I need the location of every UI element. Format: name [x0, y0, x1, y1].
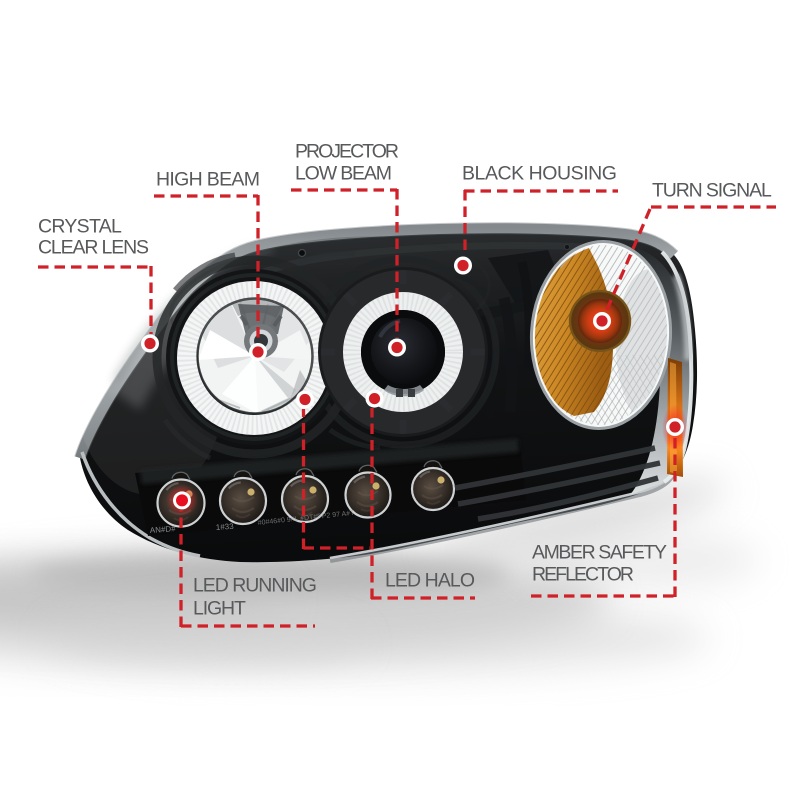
svg-text:1#33: 1#33: [216, 522, 235, 532]
svg-text:LED RUNNING: LED RUNNING: [193, 575, 316, 597]
svg-text:AMBER SAFETY: AMBER SAFETY: [532, 542, 667, 564]
svg-text:REFLECTOR: REFLECTOR: [532, 564, 634, 586]
svg-text:LIGHT: LIGHT: [193, 598, 246, 620]
svg-text:HIGH BEAM: HIGH BEAM: [156, 169, 259, 191]
svg-text:LED HALO: LED HALO: [385, 570, 475, 592]
svg-text:AN#D#: AN#D#: [150, 524, 177, 535]
svg-text:BLACK HOUSING: BLACK HOUSING: [462, 163, 617, 185]
svg-text:PROJECTOR: PROJECTOR: [295, 141, 399, 163]
svg-text:LOW BEAM: LOW BEAM: [295, 163, 391, 185]
svg-text:CRYSTAL: CRYSTAL: [38, 216, 122, 238]
svg-text:CLEAR LENS: CLEAR LENS: [38, 237, 149, 259]
svg-text:TURN SIGNAL: TURN SIGNAL: [652, 180, 772, 202]
